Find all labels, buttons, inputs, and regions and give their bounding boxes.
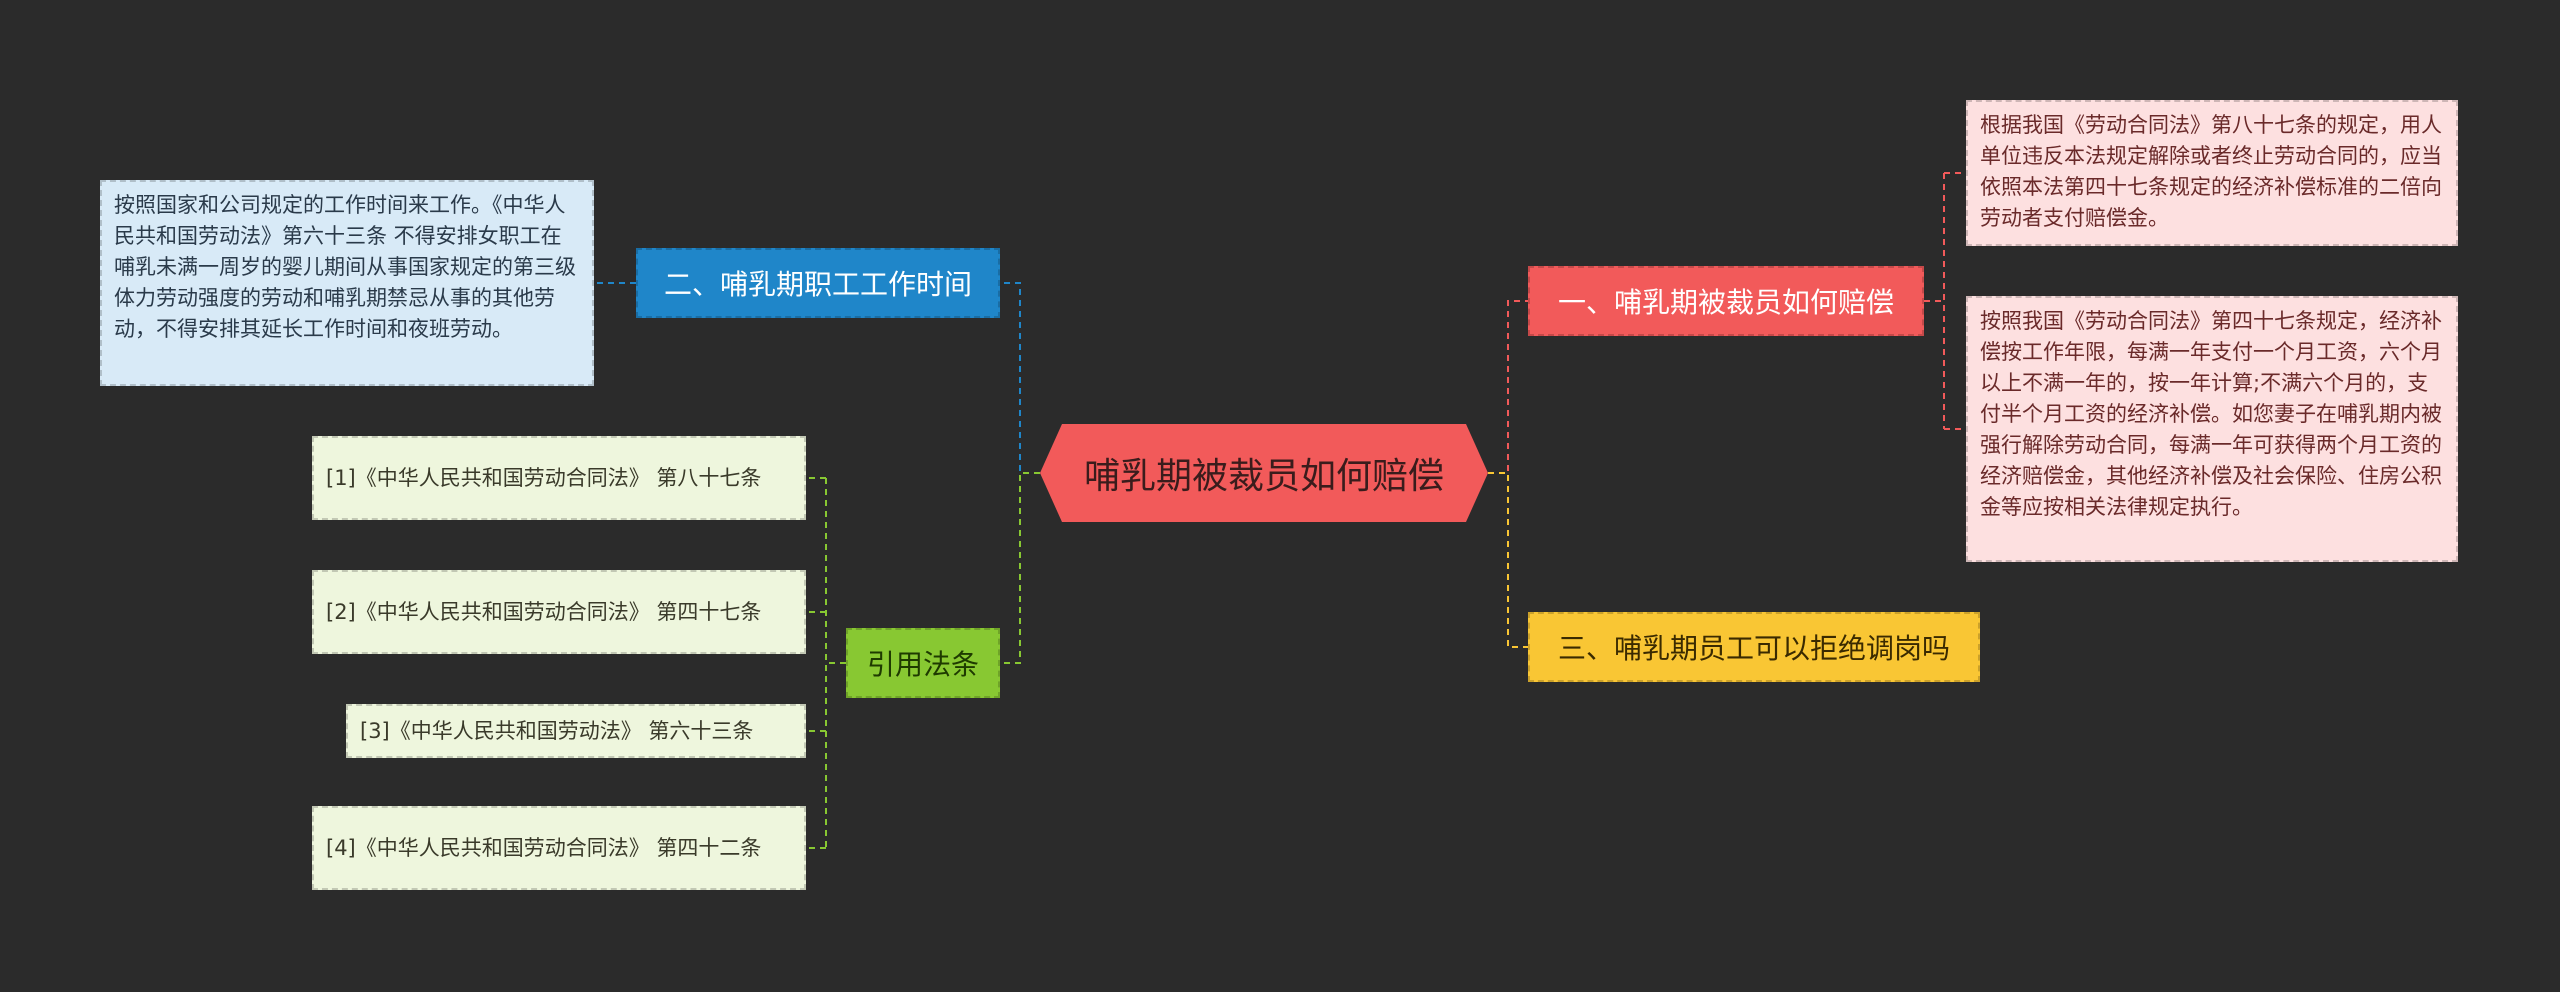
leaf-compensation-detail-1[interactable]: 根据我国《劳动合同法》第八十七条的规定，用人单位违反本法规定解除或者终止劳动合同… — [1966, 100, 2458, 246]
branch-compensation[interactable]: 一、哺乳期被裁员如何赔偿 — [1528, 266, 1924, 336]
branch-work-time-label: 二、哺乳期职工工作时间 — [663, 268, 972, 301]
leaf-work-time-detail-text: 按照国家和公司规定的工作时间来工作。《中华人民共和国劳动法》第六十三条 不得安排… — [114, 193, 576, 341]
branch-refuse-transfer-label: 三、哺乳期员工可以拒绝调岗吗 — [1557, 632, 1950, 665]
link-compensation-details — [1924, 172, 1966, 430]
law-item-text: [1]《中华人民共和国劳动合同法》 第八十七条 — [326, 466, 762, 490]
link-root-compensation — [1488, 300, 1528, 474]
branch-compensation-label: 一、哺乳期被裁员如何赔偿 — [1557, 286, 1894, 319]
leaf-law-item[interactable]: [3]《中华人民共和国劳动法》 第六十三条 — [346, 704, 806, 758]
link-root-laws — [1000, 472, 1040, 664]
root-topic-label: 哺乳期被裁员如何赔偿 — [1083, 456, 1444, 497]
law-item-text: [3]《中华人民共和国劳动法》 第六十三条 — [360, 719, 754, 743]
law-item-text: [4]《中华人民共和国劳动合同法》 第四十二条 — [326, 836, 762, 860]
compensation-detail-2-text: 按照我国《劳动合同法》第四十七条规定，经济补偿按工作年限，每满一年支付一个月工资… — [1980, 309, 2442, 519]
compensation-detail-1-text: 根据我国《劳动合同法》第八十七条的规定，用人单位违反本法规定解除或者终止劳动合同… — [1980, 113, 2442, 230]
root-topic[interactable]: 哺乳期被裁员如何赔偿 — [1040, 424, 1488, 522]
leaf-law-item[interactable]: [2]《中华人民共和国劳动合同法》 第四十七条 — [312, 570, 806, 654]
leaf-work-time-detail[interactable]: 按照国家和公司规定的工作时间来工作。《中华人民共和国劳动法》第六十三条 不得安排… — [100, 180, 594, 386]
branch-laws-label: 引用法条 — [866, 648, 979, 681]
link-root-refuse — [1488, 472, 1528, 648]
leaf-law-item[interactable]: [1]《中华人民共和国劳动合同法》 第八十七条 — [312, 436, 806, 520]
branch-refuse-transfer[interactable]: 三、哺乳期员工可以拒绝调岗吗 — [1528, 612, 1980, 682]
branch-laws[interactable]: 引用法条 — [846, 628, 1000, 698]
link-root-work-time — [1000, 282, 1040, 474]
leaf-law-item[interactable]: [4]《中华人民共和国劳动合同法》 第四十二条 — [312, 806, 806, 890]
leaf-compensation-detail-2[interactable]: 按照我国《劳动合同法》第四十七条规定，经济补偿按工作年限，每满一年支付一个月工资… — [1966, 296, 2458, 562]
link-laws-items — [806, 477, 846, 849]
branch-work-time[interactable]: 二、哺乳期职工工作时间 — [636, 248, 1000, 318]
law-item-text: [2]《中华人民共和国劳动合同法》 第四十七条 — [326, 600, 762, 624]
